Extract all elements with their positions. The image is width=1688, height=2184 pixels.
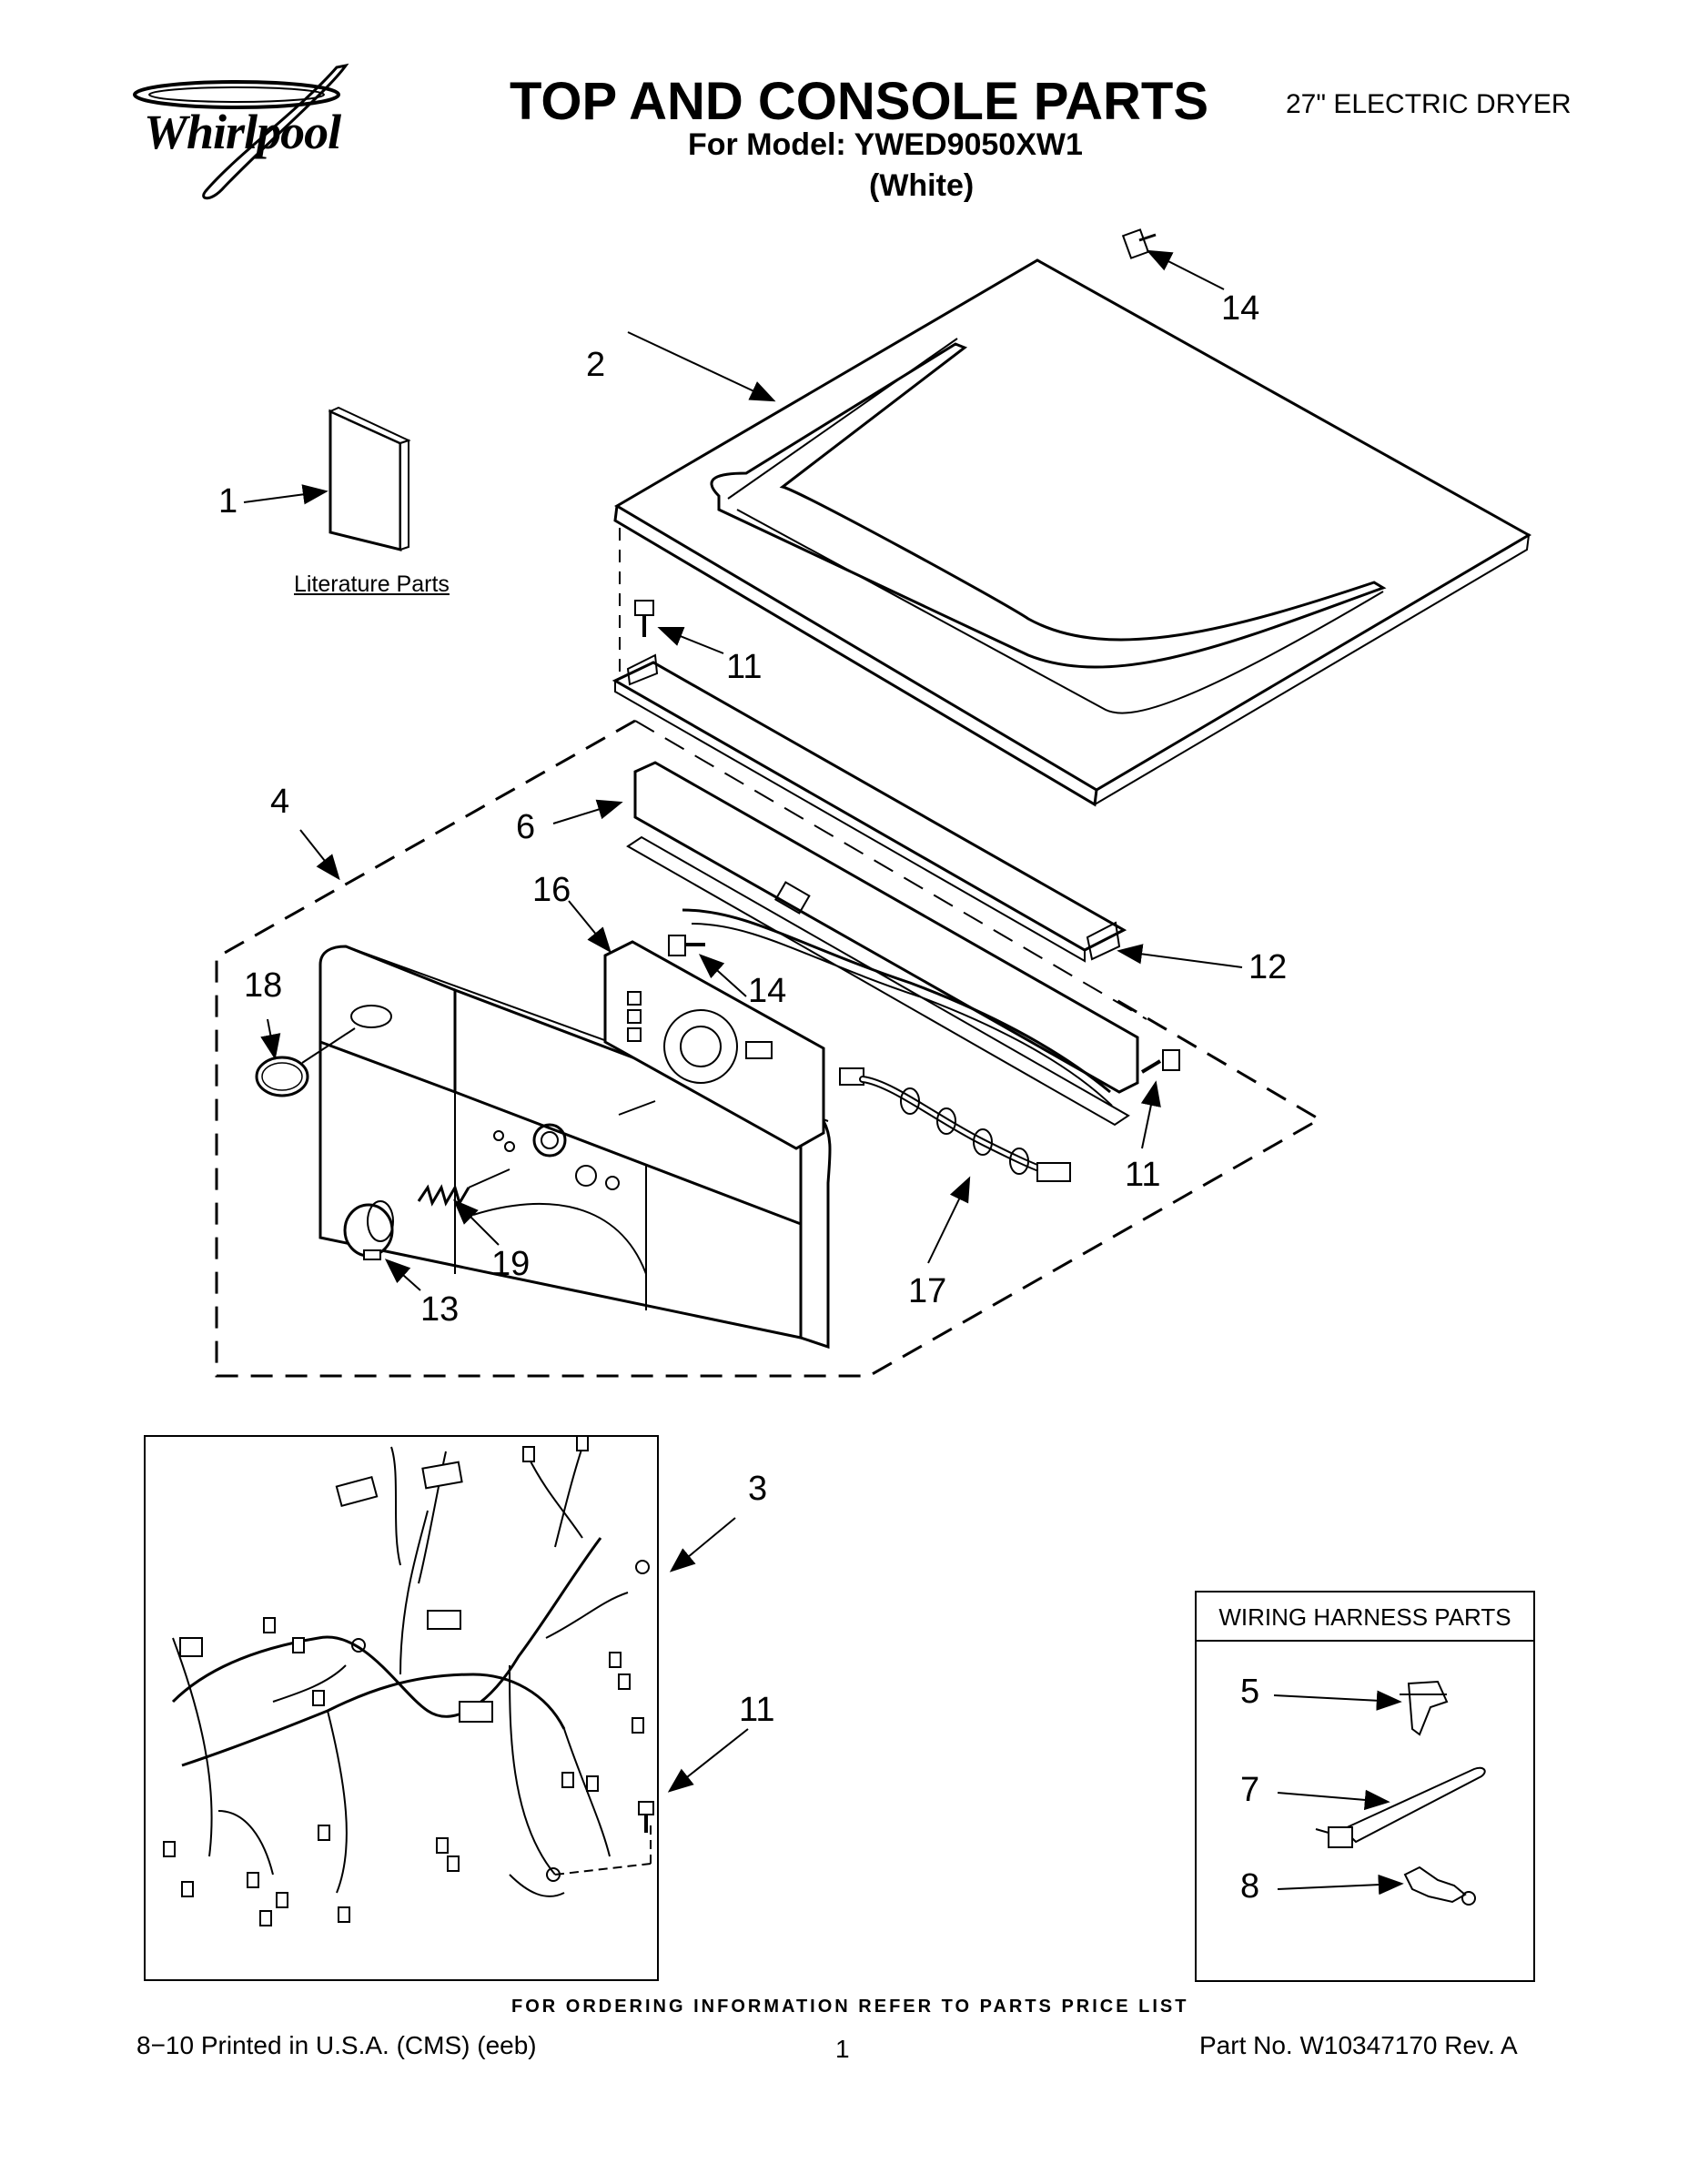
callout-leaders — [243, 249, 1243, 1291]
color-line: (White) — [869, 168, 975, 203]
top-panel — [613, 258, 1532, 807]
callout-16: 16 — [532, 871, 571, 909]
console-wire-connector — [839, 1067, 1071, 1182]
callout-19: 19 — [491, 1245, 531, 1283]
ordering-note: FOR ORDERING INFORMATION REFER TO PARTS … — [511, 1997, 1189, 2017]
callout-7: 7 — [1240, 1771, 1260, 1809]
console-frame — [626, 761, 1139, 1127]
console-bracket-rail — [612, 653, 1127, 963]
callout-11-upper: 11 — [726, 648, 763, 686]
cable-tie-part-7 — [1315, 1766, 1486, 1848]
console-panel — [318, 945, 832, 1350]
screw-part-11-upper — [634, 600, 654, 637]
callout-3: 3 — [748, 1470, 768, 1508]
callout-14-top: 14 — [1221, 289, 1260, 328]
callout-12: 12 — [1248, 948, 1288, 986]
callout-2: 2 — [586, 346, 606, 384]
wiring-clip-part-5 — [1400, 1680, 1449, 1736]
ring-part — [255, 1056, 309, 1097]
screw-part-11-lower — [638, 1801, 654, 1833]
callout-11-right: 11 — [1125, 1156, 1161, 1194]
model-line: For Model: YWED9050XW1 — [688, 127, 1083, 162]
knob-and-spring — [343, 1168, 510, 1260]
print-info: 8−10 Printed in U.S.A. (CMS) (eeb) — [136, 2031, 537, 2059]
callout-5: 5 — [1240, 1673, 1260, 1711]
callout-1: 1 — [218, 482, 238, 521]
literature-parts-label: Literature Parts — [294, 571, 450, 597]
callout-18: 18 — [244, 966, 283, 1005]
screw-part-11-right — [1140, 1049, 1180, 1074]
brand-name: Whirlpool — [144, 105, 341, 159]
wire-harness-panel — [144, 1435, 659, 1981]
literature-booklet — [328, 406, 411, 551]
control-board — [603, 940, 825, 1150]
wiring-harness-parts-title: WIRING HARNESS PARTS — [1197, 1592, 1533, 1642]
logo-swoosh — [133, 63, 349, 200]
page-number: 1 — [835, 2035, 850, 2063]
wire-terminal-part-8 — [1403, 1866, 1476, 1906]
page-title: TOP AND CONSOLE PARTS — [510, 72, 1209, 131]
screw-part-14-mid — [668, 935, 705, 956]
callout-6: 6 — [516, 808, 536, 846]
product-label: 27" ELECTRIC DRYER — [1286, 89, 1572, 119]
callout-17: 17 — [908, 1272, 947, 1310]
callout-8: 8 — [1240, 1867, 1260, 1906]
callout-4: 4 — [270, 783, 290, 821]
callout-11-lower: 11 — [739, 1691, 775, 1729]
main-wire-harness — [163, 1435, 652, 1926]
part-number: Part No. W10347170 Rev. A — [1199, 2031, 1518, 2059]
screw-part-14-top — [1121, 228, 1157, 259]
callout-14-mid: 14 — [748, 972, 787, 1010]
callout-13: 13 — [420, 1290, 460, 1329]
wiring-harness-parts-box: WIRING HARNESS PARTS — [1195, 1591, 1535, 1982]
